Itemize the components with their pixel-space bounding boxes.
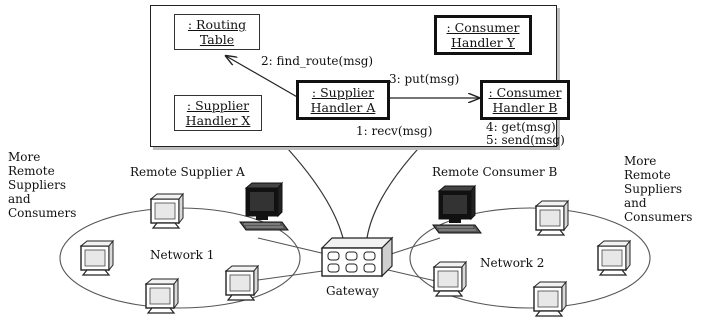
more-remote-right: More Remote Suppliers and Consumers — [624, 154, 693, 224]
remote-consumer-workstation — [432, 185, 482, 234]
consumer-handler-b-object: : Consumer Handler B — [480, 80, 570, 120]
recv-message: 1: recv(msg) — [356, 124, 433, 138]
network1-computer-4 — [225, 265, 259, 301]
gateway-icon — [320, 236, 394, 278]
gateway-label: Gateway — [326, 284, 379, 298]
network2-label: Network 2 — [480, 256, 545, 270]
network1-computer-3 — [145, 278, 179, 314]
network1-computer-1 — [150, 193, 184, 229]
network1-label: Network 1 — [150, 248, 215, 262]
routing-table-object: : Routing Table — [174, 14, 260, 50]
supplier-handler-x-object: : Supplier Handler X — [174, 95, 262, 131]
remote-consumer-label: Remote Consumer B — [432, 165, 558, 179]
message-arrows — [151, 6, 556, 146]
supplier-handler-a-object: : Supplier Handler A — [296, 80, 390, 120]
network1-computer-2 — [80, 240, 114, 276]
put-message: 3: put(msg) — [389, 72, 460, 86]
gateway-process-panel: : Routing Table : Consumer Handler Y : S… — [150, 5, 570, 147]
more-remote-left: More Remote Suppliers and Consumers — [8, 150, 77, 220]
get-message: 4: get(msg) — [486, 120, 556, 134]
network2-computer-4 — [433, 261, 467, 297]
consumer-handler-y-object: : Consumer Handler Y — [434, 15, 532, 55]
find-route-message: 2: find_route(msg) — [261, 54, 374, 68]
network2-computer-1 — [535, 200, 569, 236]
send-message: 5: send(msg) — [486, 133, 565, 147]
network2-computer-2 — [597, 240, 631, 276]
network2-computer-3 — [533, 281, 567, 317]
remote-supplier-label: Remote Supplier A — [130, 165, 245, 179]
network-rings — [59, 207, 651, 309]
remote-supplier-workstation — [239, 182, 289, 231]
